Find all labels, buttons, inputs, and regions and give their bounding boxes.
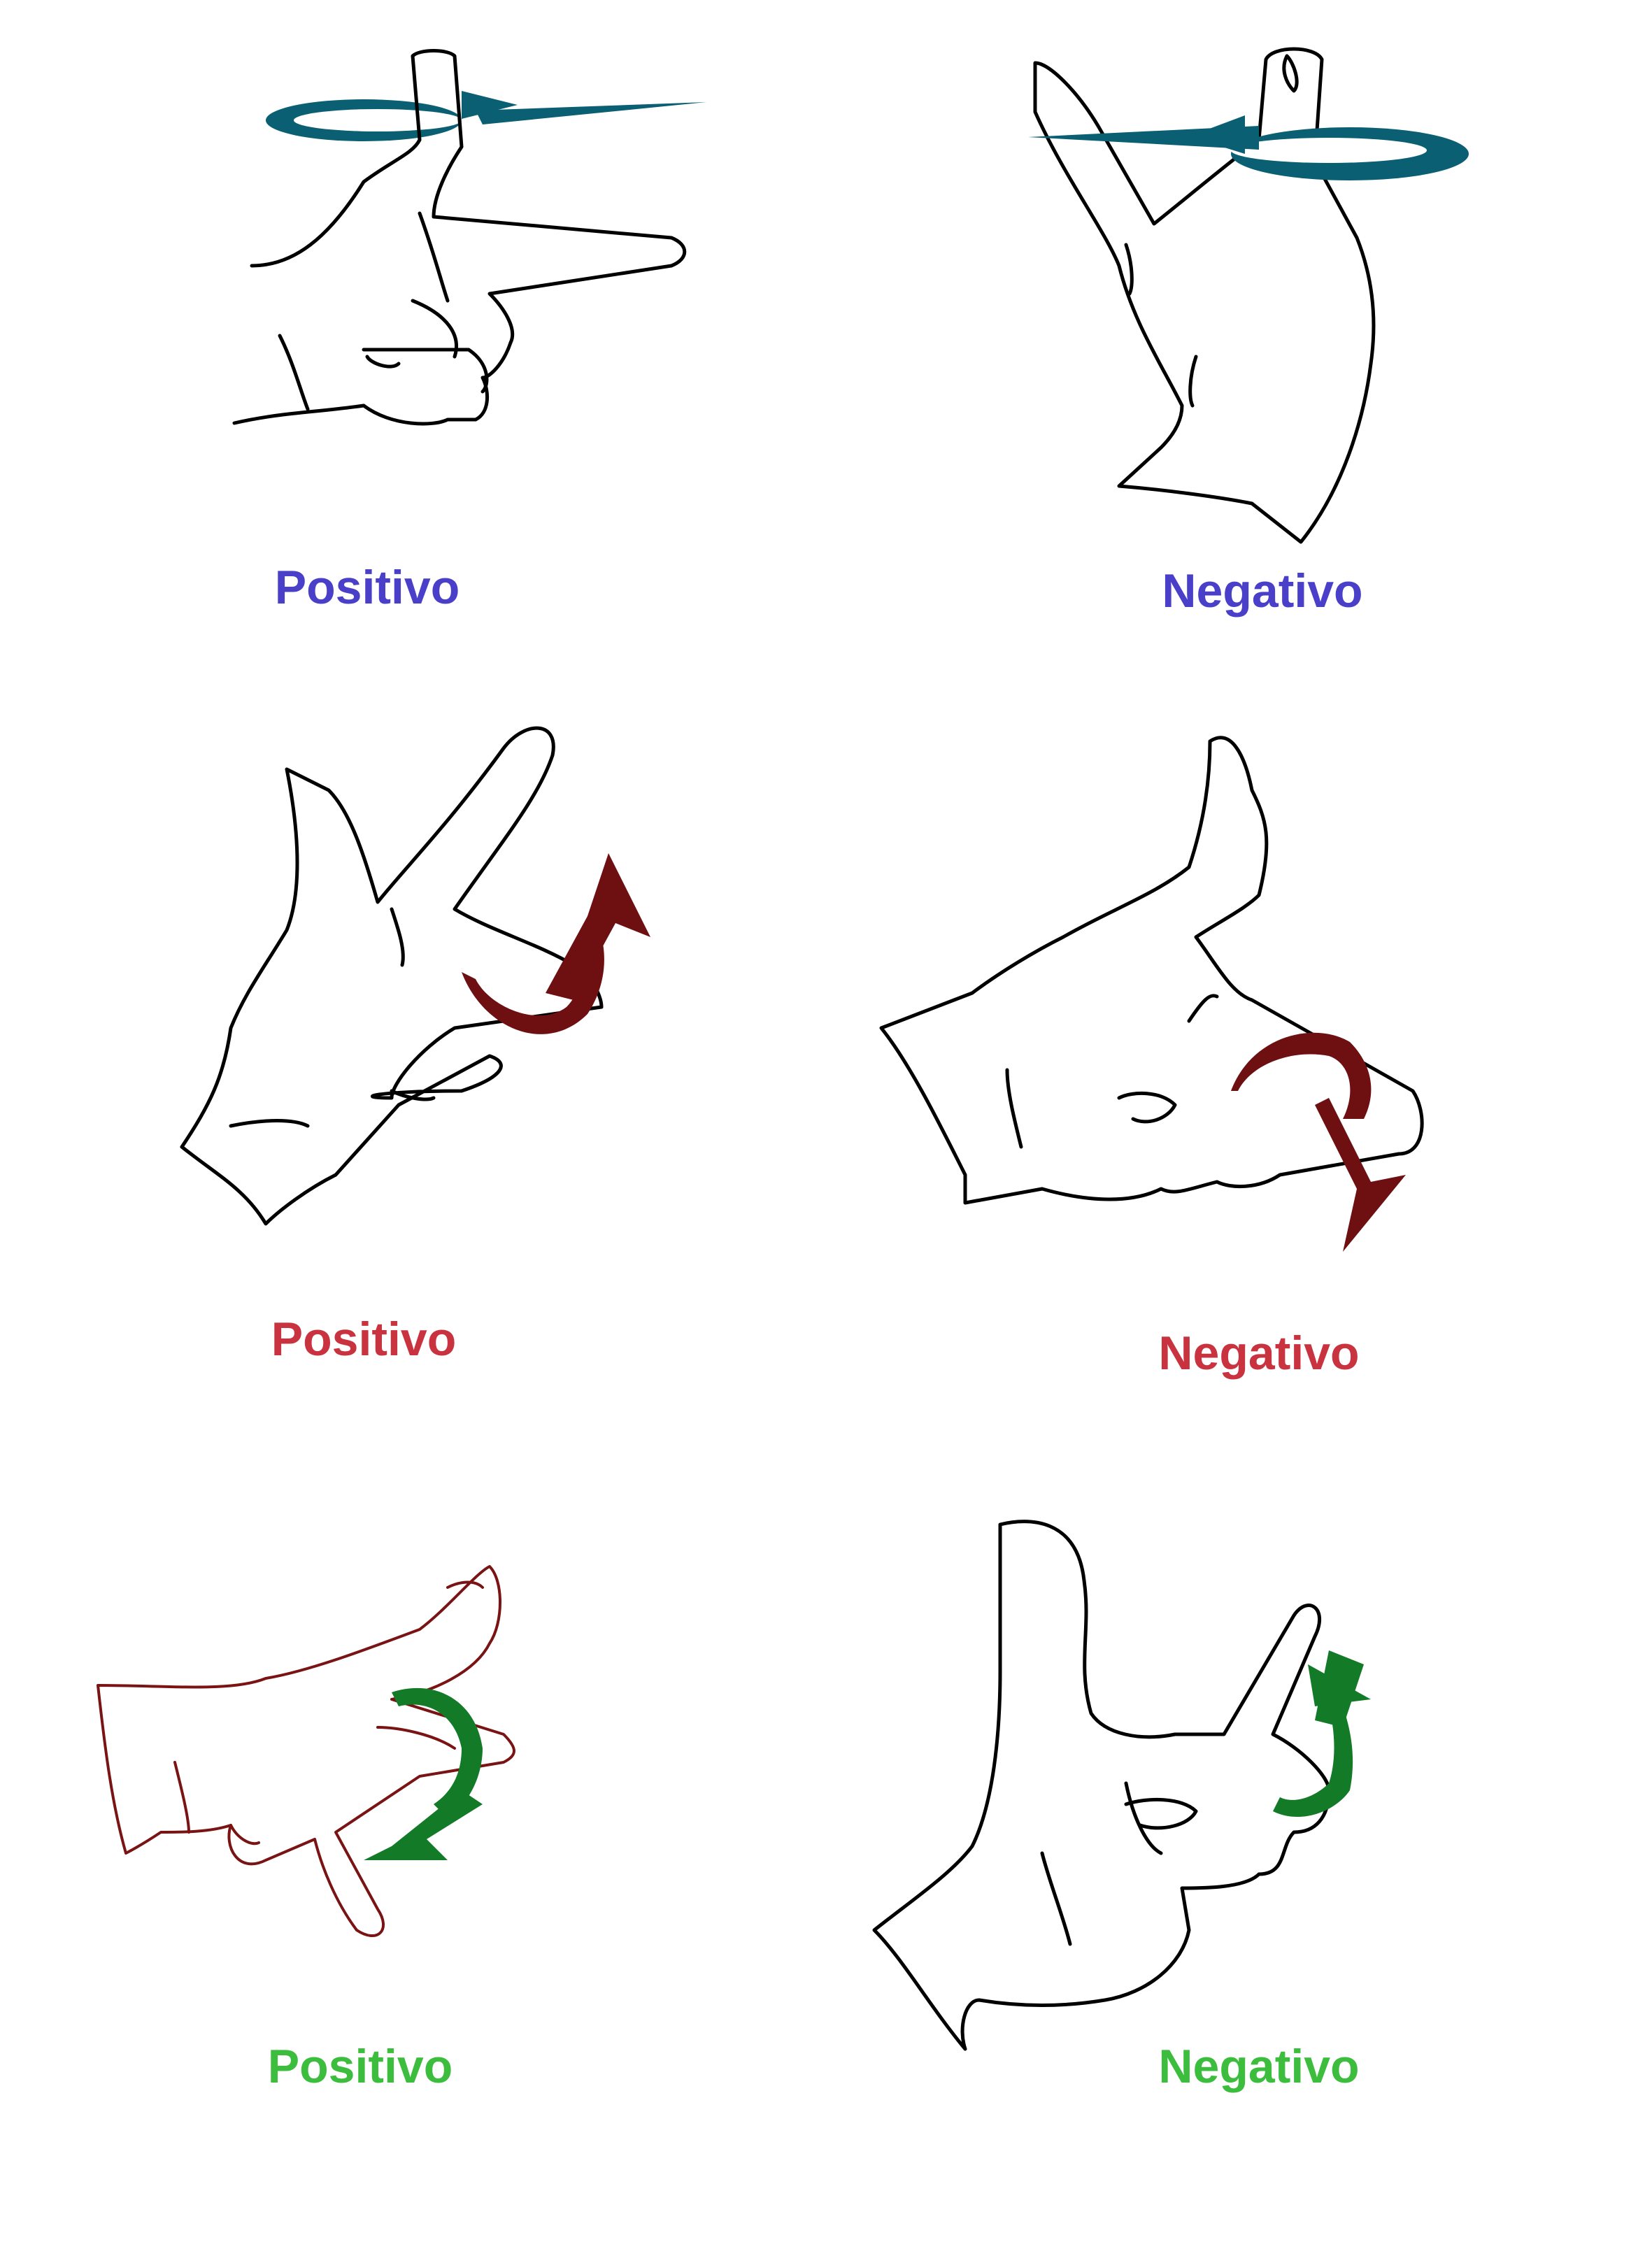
hand-two-fingers-up-icon <box>872 1520 1371 2051</box>
row1-left-label: Positivo <box>274 561 460 614</box>
hand-fingers-spread-icon <box>180 726 650 1226</box>
row2-right-label: Negativo <box>1158 1327 1360 1380</box>
hand-index-right-thumb-up-icon <box>232 49 706 426</box>
row2-left-label: Positivo <box>271 1313 457 1366</box>
row1-right-label: Negativo <box>1162 564 1363 617</box>
rotation-arrow-teal-left <box>266 91 706 141</box>
rotation-arrow-teal-right <box>1028 115 1469 180</box>
hand-thumb-up-finger-pointing-icon <box>879 736 1424 1252</box>
hand-pointing-down-icon <box>97 1565 515 1938</box>
hand-thumb-up-pinky-up-icon <box>1028 47 1469 544</box>
rotation-arrow-red-right <box>1231 1032 1406 1252</box>
rotation-arrow-green-right <box>1273 1650 1371 1818</box>
rotation-arrow-green-left <box>364 1687 483 1860</box>
rotation-arrow-red-left <box>462 853 650 1034</box>
row3-left-label: Positivo <box>267 2040 453 2093</box>
row3-right-label: Negativo <box>1158 2040 1360 2093</box>
